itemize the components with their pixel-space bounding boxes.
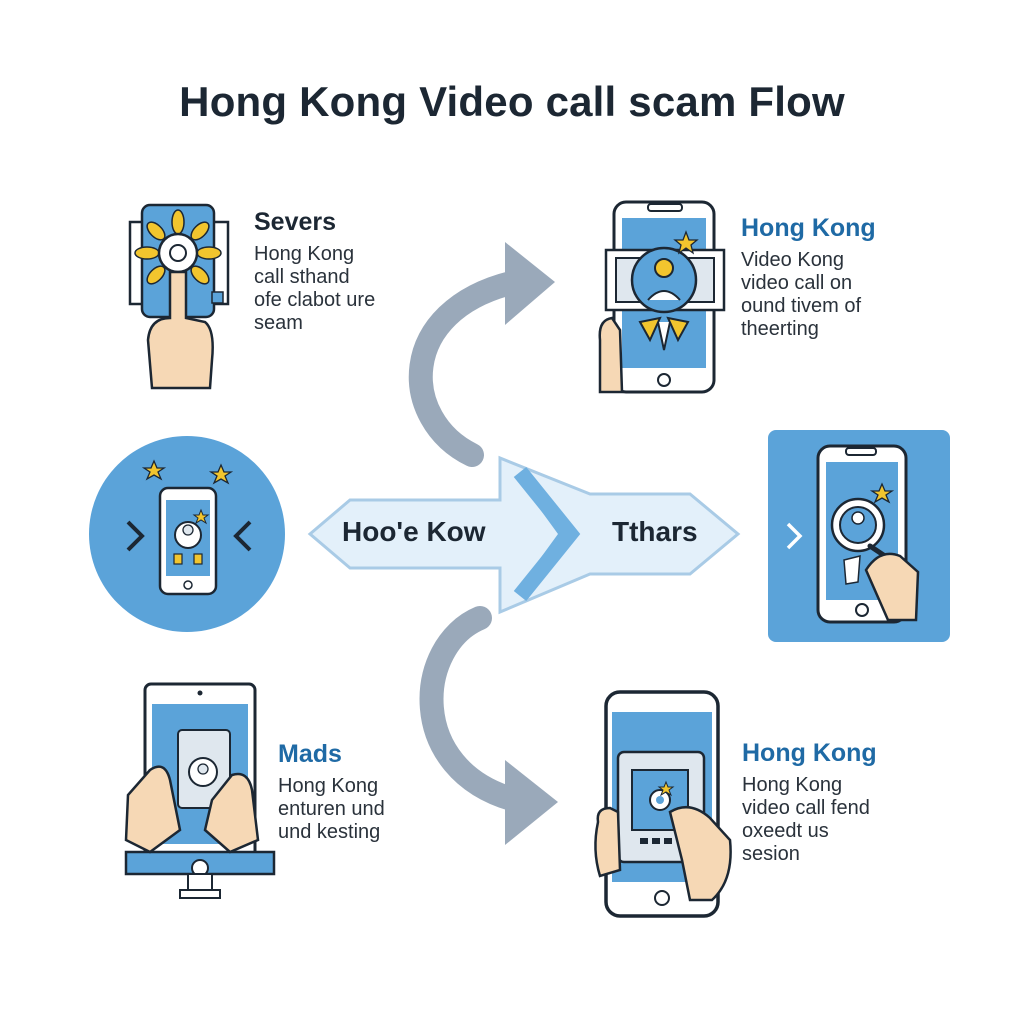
curved-arrow-up <box>408 242 555 467</box>
text-block-bottom-right: Hong Kong Hong Kong video call fend oxee… <box>742 739 877 866</box>
panel-phone-illustration <box>768 430 950 642</box>
block-line: Hong Kong <box>278 775 379 797</box>
block-heading: Mads <box>278 740 342 768</box>
banner-right-label: Tthars <box>612 516 698 547</box>
block-line: ofe clabot ure <box>254 289 376 311</box>
tap-phone-illustration <box>128 203 230 390</box>
block-line: ound tivem of <box>741 295 862 317</box>
diagram-title: Hong Kong Video call scam Flow <box>179 78 845 125</box>
block-line: seam <box>254 312 303 334</box>
block-heading: Hong Kong <box>742 739 877 767</box>
block-line: und kesting <box>278 821 381 843</box>
block-line: video call on <box>741 272 853 294</box>
banner-left-label: Hoo'e Kow <box>342 516 486 547</box>
text-block-top-right: Hong Kong Video Kong video call on ound … <box>741 214 876 341</box>
tablet-hands-illustration <box>124 682 276 899</box>
text-block-bottom-left: Mads Hong Kong enturen und und kesting <box>278 740 385 844</box>
block-line: Video Kong <box>741 249 845 271</box>
block-line: Hong Kong <box>742 774 843 796</box>
block-line: call sthand <box>254 266 350 288</box>
circle-phone-illustration <box>89 436 285 632</box>
video-call-phone-illustration <box>598 200 726 394</box>
text-block-top-left: Severs Hong Kong call sthand ofe clabot … <box>254 208 375 335</box>
block-heading: Hong Kong <box>741 214 876 242</box>
block-line: oxeedt us <box>742 820 829 842</box>
curved-arrow-down <box>419 606 558 845</box>
block-line: enturen und <box>278 798 385 820</box>
block-line: sesion <box>742 843 800 865</box>
block-line: theerting <box>741 318 819 340</box>
block-heading: Severs <box>254 208 337 236</box>
block-line: video call fend <box>742 797 870 819</box>
central-banner-arrow <box>307 455 741 615</box>
card-phone-illustration <box>594 690 732 918</box>
block-line: Hong Kong <box>254 243 355 265</box>
